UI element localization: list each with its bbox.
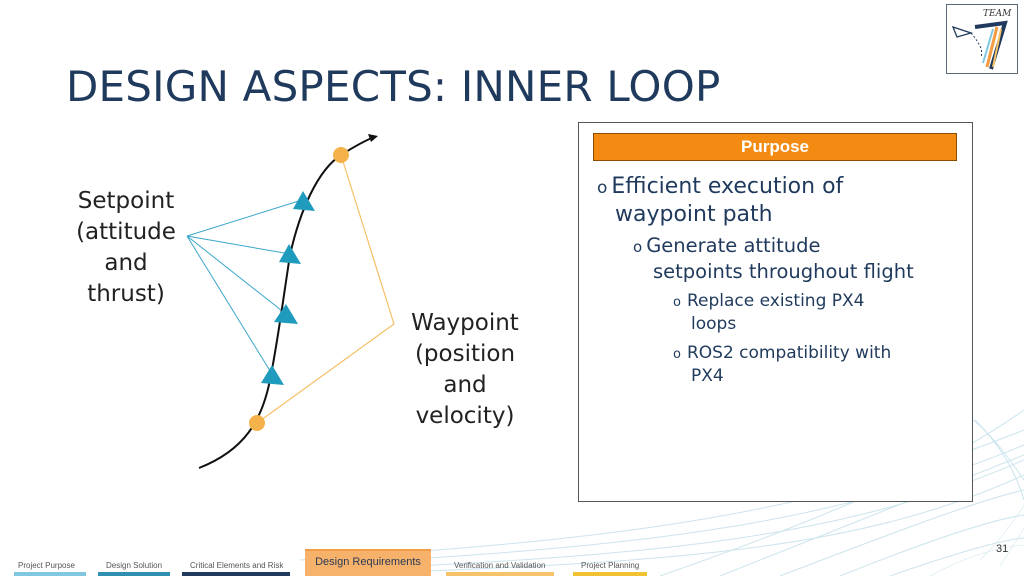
setpoint-line [186,235,287,315]
setpoint-label-line: (attitude [76,219,176,245]
nav-bar-critical-elements [182,572,290,576]
nav-bar-project-planning [573,572,647,576]
bullet-text: Replace existing PX4 [686,291,865,311]
bullet-item: o Replace existing PX4 [673,290,865,314]
waypoint-dot [249,415,265,431]
slide-title: DESIGN ASPECTS: INNER LOOP [66,62,721,111]
bullet-marker: o [673,295,681,310]
nav-item-design-solution[interactable]: Design Solution [106,561,163,570]
bullet-text-continued: waypoint path [615,202,773,227]
nav-bar-design-solution [98,572,170,576]
setpoint-label-line: and [104,250,148,276]
waypoint-label-line: velocity) [415,403,515,429]
waypoint-line [256,323,395,424]
bullet-text-continued: PX4 [691,366,724,386]
team-7-logo-icon: TEAM [951,9,1012,70]
setpoint-triangle-icon [279,244,301,264]
flight-path-arrowhead [368,134,378,142]
setpoint-triangle-icon [293,191,315,211]
setpoint-label-line: thrust) [87,281,165,307]
flight-path-curve [198,136,375,469]
setpoint-triangle-icon [274,304,298,324]
setpoint-label: Setpoint (attitude and thrust) [56,186,196,310]
bullet-text-continued: loops [691,314,737,334]
bullet-marker: o [673,347,681,362]
team-logo: TEAM [946,4,1018,74]
nav-item-project-planning[interactable]: Project Planning [581,561,640,570]
bullet-text-continued: setpoints throughout flight [653,260,914,283]
nav-bar-verification [446,572,554,576]
nav-item-critical-elements[interactable]: Critical Elements and Risk [190,561,284,570]
setpoint-triangle-icon [261,365,284,385]
bullet-item: o ROS2 compatibility with [673,342,891,366]
waypoint-label-line: (position [414,341,516,367]
waypoint-label-line: and [443,372,487,398]
bullet-text: ROS2 compatibility with [686,343,892,363]
logo-text: TEAM [983,9,1012,19]
waypoint-label: Waypoint (position and velocity) [395,308,535,432]
setpoint-label-line: Setpoint [77,188,175,214]
nav-item-project-purpose[interactable]: Project Purpose [18,561,75,570]
bullet-text: Generate attitude [646,234,821,257]
setpoint-line [186,199,303,237]
page-number: 31 [996,543,1009,555]
bullet-marker: o [597,178,608,198]
bullet-text: Efficient execution of [611,174,844,199]
nav-bar-project-purpose [14,572,86,576]
waypoint-label-line: Waypoint [411,310,519,336]
nav-item-design-requirements[interactable]: Design Requirements [305,549,431,576]
setpoint-line [186,235,273,375]
waypoint-line [340,154,395,325]
purpose-header: Purpose [593,133,957,161]
nav-item-verification[interactable]: Verification and Validation [454,561,546,570]
setpoint-line [186,235,291,255]
bullet-marker: o [633,238,643,256]
waypoint-dot [333,147,349,163]
